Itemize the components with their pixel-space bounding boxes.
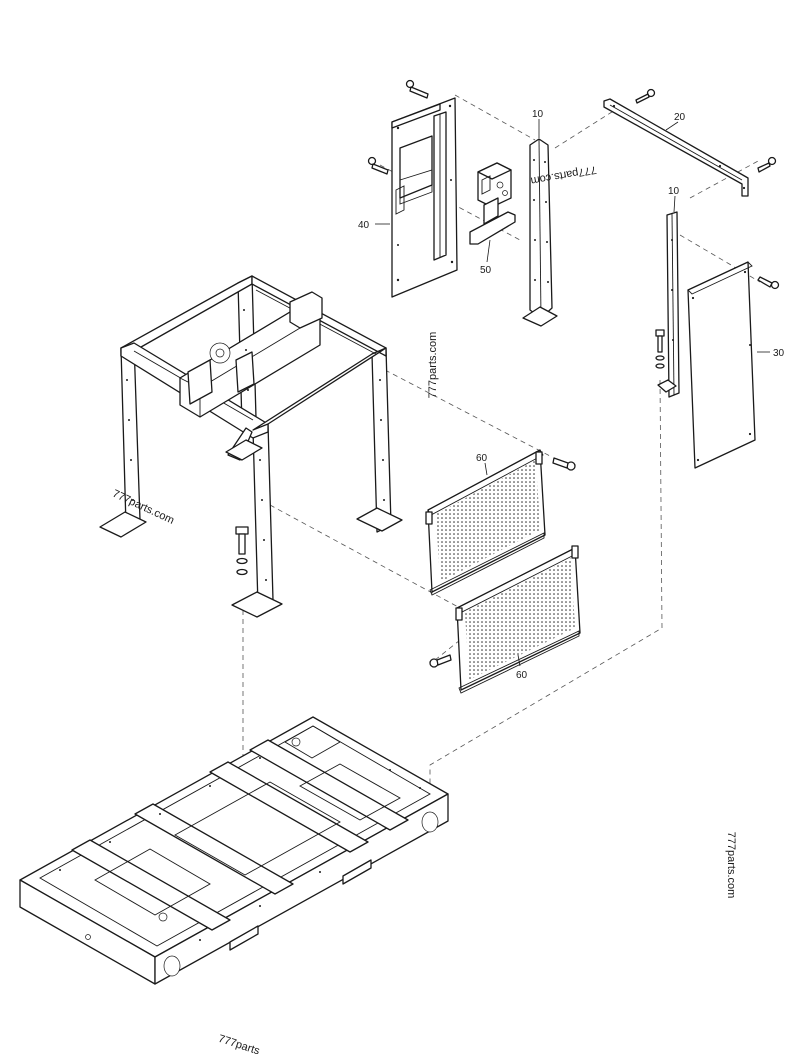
bolt-icon [367, 156, 389, 175]
bolt-icon [757, 276, 780, 290]
part-10-center-post [522, 138, 558, 327]
callout-leaders [375, 119, 770, 667]
part-40-side-panel [391, 97, 458, 298]
callout-60-lower: 60 [516, 670, 528, 681]
main-frame [99, 275, 403, 618]
callout-50: 50 [480, 265, 492, 276]
bolt-stack-icon [655, 329, 665, 369]
callout-20: 20 [674, 112, 686, 123]
callout-10-right-post: 10 [668, 186, 680, 197]
part-10-right-post [657, 211, 680, 398]
base-chassis [19, 716, 449, 985]
part-30-right-panel [687, 261, 756, 469]
bolt-icon [757, 156, 777, 173]
watermark-text: 777parts.com [427, 332, 439, 399]
callouts: 10 10 20 30 40 50 60 60 [358, 109, 785, 681]
bolt-icon [429, 654, 452, 668]
bolt-icons [367, 79, 780, 668]
callout-30: 30 [773, 348, 785, 359]
callout-40: 40 [358, 220, 370, 231]
bolt-icon [552, 457, 576, 471]
watermark-text: 777parts [217, 1033, 262, 1055]
part-60-lower-screen [455, 545, 581, 694]
bolt-stack-icon [235, 526, 249, 576]
part-60-upper-screen [425, 449, 546, 596]
part-50-control-box [469, 162, 516, 245]
bolt-icon [635, 88, 656, 104]
watermark-text: 777parts.com [725, 832, 737, 899]
part-20-top-rail [603, 98, 749, 197]
callout-10-center-post: 10 [532, 109, 544, 120]
bolt-icon [405, 79, 429, 99]
callout-60-upper: 60 [476, 453, 488, 464]
